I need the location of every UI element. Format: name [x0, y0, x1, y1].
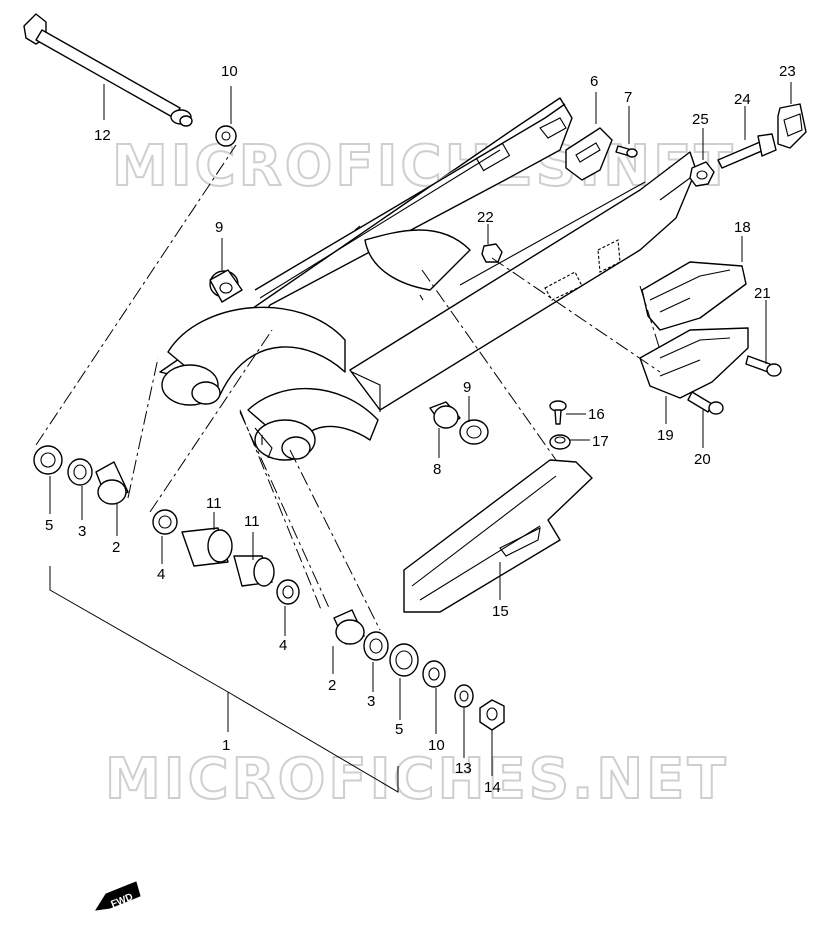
- leader-lines: [49, 82, 792, 793]
- callout-8: 8: [433, 461, 441, 478]
- dust-seal-part-5-left: [33, 445, 63, 475]
- callout-16: 16: [588, 406, 605, 423]
- callout-3-right: 3: [367, 693, 375, 710]
- dust-seal-part-5-right: [389, 643, 419, 677]
- callout-labels: 1 2 2 3 3 4 4 5 5 6 7 8 9 9 10 10 11 11 …: [45, 63, 796, 796]
- forward-direction-badge: FWD: [95, 881, 141, 911]
- guide-plate-part-19: [639, 327, 749, 399]
- bearing-part-4-right: [276, 579, 300, 605]
- collar-part-17: [549, 434, 571, 450]
- callout-17: 17: [592, 433, 609, 450]
- nut-part-25: [689, 161, 715, 187]
- callout-1: 1: [222, 737, 230, 754]
- screw-part-16: [549, 400, 567, 425]
- swingarm-body: [159, 97, 697, 461]
- callout-13: 13: [455, 760, 472, 777]
- washer-part-10-top: [215, 125, 237, 147]
- adjuster-bolt-part-24: [717, 133, 777, 169]
- callout-22: 22: [477, 209, 494, 226]
- callout-3-left: 3: [78, 523, 86, 540]
- chain-guide-part-18: [641, 261, 747, 331]
- callout-14: 14: [484, 779, 501, 796]
- bolt-part-20: [687, 391, 724, 415]
- callout-20: 20: [694, 451, 711, 468]
- callout-2-left: 2: [112, 539, 120, 556]
- watermark-top: MICROFICHES.NET: [112, 134, 736, 199]
- callout-9-right: 9: [463, 379, 471, 396]
- washer-part-3-left: [67, 458, 93, 486]
- sleeve-part-11-left: [181, 527, 233, 567]
- callout-9-left: 9: [215, 219, 223, 236]
- callout-7: 7: [624, 89, 632, 106]
- bearing-part-2-left: [95, 461, 129, 505]
- callout-11-right: 11: [244, 513, 260, 530]
- callout-6: 6: [590, 73, 598, 90]
- nut-part-22: [481, 243, 503, 263]
- nut-part-14: [479, 699, 505, 731]
- callout-11-left: 11: [206, 495, 222, 512]
- bearing-part-4-left: [152, 509, 178, 535]
- bolt-part-7: [615, 145, 638, 158]
- callout-12: 12: [94, 127, 111, 144]
- callout-5-right: 5: [395, 721, 403, 738]
- callout-25: 25: [692, 111, 709, 128]
- callout-24: 24: [734, 91, 751, 108]
- callout-5-left: 5: [45, 517, 53, 534]
- callout-15: 15: [492, 603, 509, 620]
- pivot-shaft-part-12: [23, 13, 193, 127]
- bolt-part-21: [745, 355, 782, 377]
- watermark-bottom: MICROFICHES.NET: [105, 747, 729, 812]
- callout-4-right: 4: [279, 637, 287, 654]
- callout-2-right: 2: [328, 677, 336, 694]
- washer-part-10-bottom: [422, 660, 446, 688]
- sleeve-part-11-right: [233, 555, 275, 587]
- callout-18: 18: [734, 219, 751, 236]
- spacer-part-9-right: [459, 419, 489, 445]
- washer-part-13: [454, 684, 474, 708]
- spacer-part-9-left: [209, 269, 243, 303]
- callout-10-bottom: 10: [428, 737, 445, 754]
- callout-23: 23: [779, 63, 796, 80]
- bearing-part-8: [429, 401, 461, 429]
- callout-21: 21: [754, 285, 771, 302]
- assembly-lines: [35, 144, 661, 631]
- callout-19: 19: [657, 427, 674, 444]
- chain-adjuster-part-6: [565, 127, 613, 181]
- callout-4-left: 4: [157, 566, 165, 583]
- adjuster-cap-part-23: [777, 103, 807, 149]
- chain-buffer-part-15: [403, 459, 593, 613]
- washer-part-3-right: [363, 631, 389, 661]
- bearing-part-2-right: [333, 609, 365, 645]
- callout-10-top: 10: [221, 63, 238, 80]
